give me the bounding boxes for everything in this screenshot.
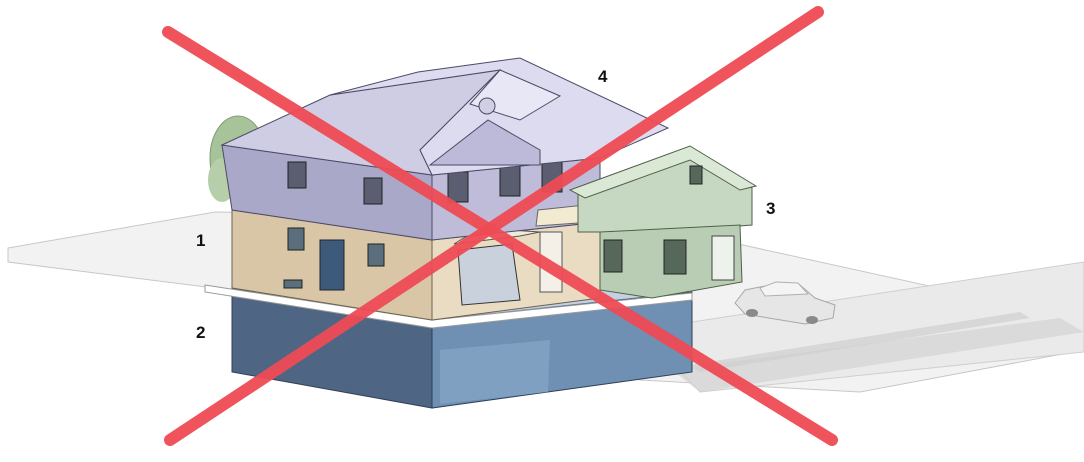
callout-1: 1: [196, 231, 205, 250]
callout-4: 4: [598, 67, 608, 86]
callout-3: 3: [766, 199, 775, 218]
callout-2: 2: [196, 323, 205, 342]
